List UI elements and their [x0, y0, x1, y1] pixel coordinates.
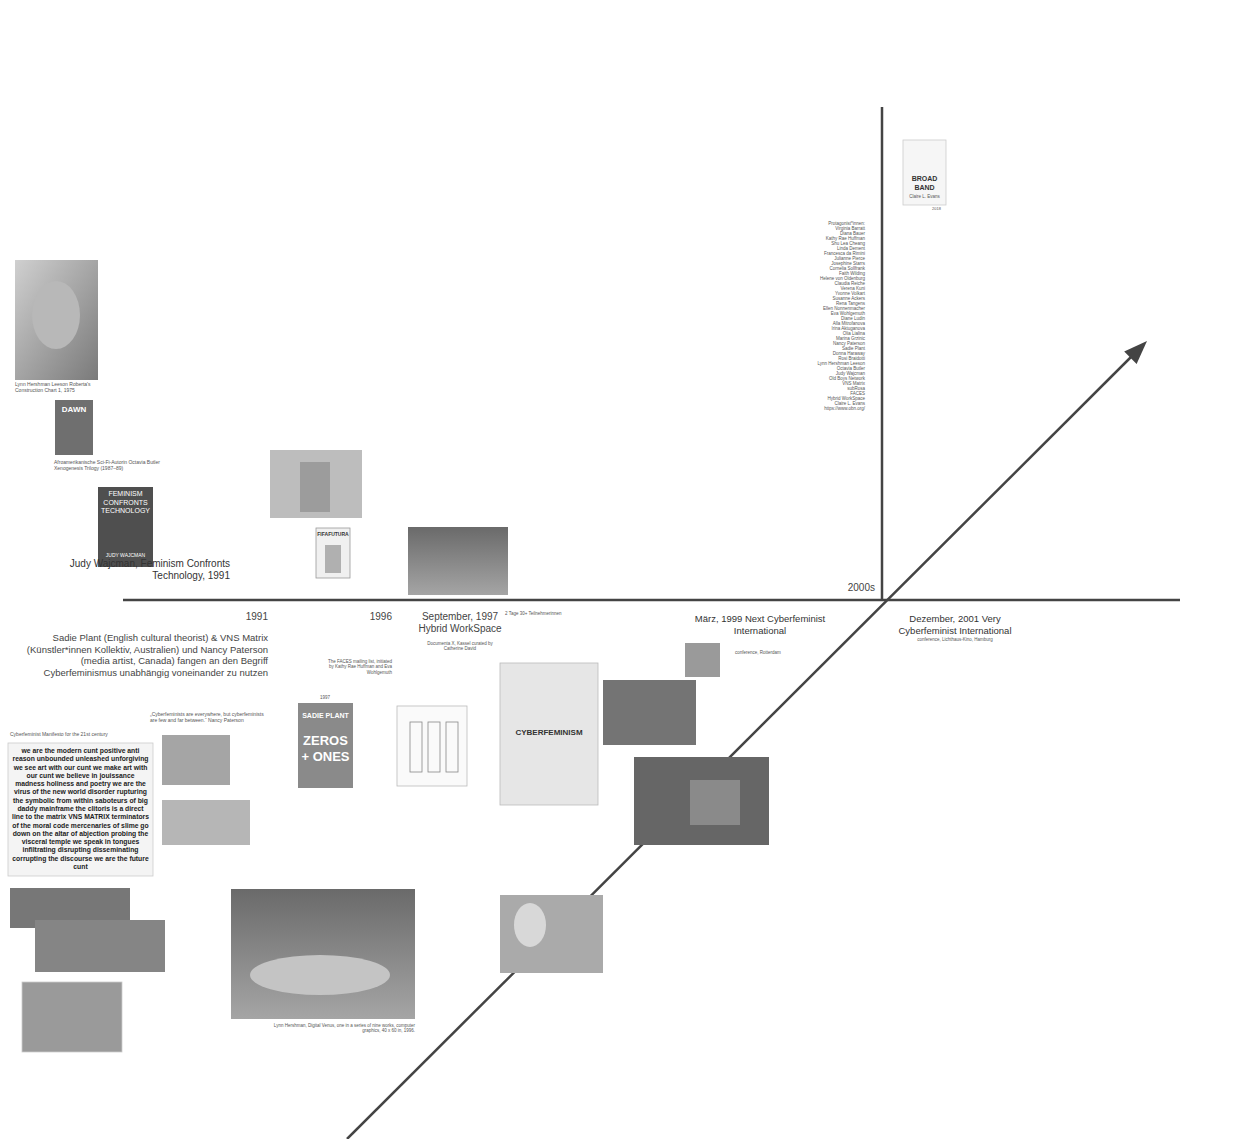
book-cover: [298, 703, 353, 788]
diagonal-axis: [347, 352, 1136, 1139]
poster: [316, 528, 350, 578]
protagonist-list-item: https://www.obn.org/: [775, 407, 865, 412]
caption-text: conference, Lichthaus-Kino, Hamburg: [880, 637, 1030, 642]
artwork-photo: [231, 889, 415, 1019]
photo: [22, 982, 122, 1052]
caption-text: CYBERFEMINISM: [500, 728, 598, 738]
text-panel: [35, 920, 165, 972]
photo: [162, 735, 230, 785]
caption-text: FIFAFUTURA: [317, 531, 349, 537]
photo-detail: [300, 462, 330, 512]
timeline-heading: Sadie Plant (English cultural theorist) …: [13, 632, 268, 678]
poster-detail: [325, 545, 341, 573]
timeline-heading: 1991: [200, 611, 268, 623]
caption-text: Afroamerikanische Sci-Fi-Autorin Octavia…: [54, 459, 184, 471]
timeline-heading: September, 1997 Hybrid WorkSpace: [410, 611, 510, 635]
caption-text: we are the modern cunt positive anti rea…: [12, 747, 149, 871]
timeline-heading: ZEROS + ONES: [300, 733, 351, 765]
photo: [15, 260, 98, 380]
cover-text: DAWN: [57, 405, 91, 415]
manifesto-poster: [8, 743, 153, 876]
horizontal-axis: [123, 599, 1180, 602]
photo: [500, 895, 603, 973]
vertical-axis: [881, 107, 884, 600]
caption-text: Claire L. Evans: [903, 194, 946, 199]
caption-text: The FACES mailing list, initiated by Kat…: [325, 659, 392, 675]
caption-text: Lynn Hershman Leeson Roberta's Construct…: [15, 381, 110, 393]
drawing-figure: [428, 722, 440, 772]
drawing: [397, 706, 467, 786]
cover-text: SADIE PLANT: [300, 712, 351, 721]
caption-text: Lynn Hershman, Digital Venus, one in a s…: [270, 1023, 415, 1034]
photo: [408, 527, 508, 595]
timeline-heading: Judy Wajcman, Feminism Confronts Technol…: [60, 558, 230, 582]
poster: [500, 663, 598, 805]
screenshot-detail: [690, 780, 740, 825]
caption-text: BROAD BAND: [903, 175, 946, 192]
cover-text: JUDY WAJCMAN: [100, 552, 151, 558]
screenshot: [603, 680, 696, 745]
caption-text: Cyberfeminist Manifesto for the 21st cen…: [10, 731, 150, 737]
cover-text: FEMINISM CONFRONTS TECHNOLOGY: [100, 490, 151, 516]
book-cover: [55, 400, 93, 455]
caption-text: Documenta X, Kassel curated by Catherine…: [420, 641, 500, 652]
artwork-detail: [250, 955, 390, 995]
photo-detail: [514, 903, 546, 947]
book-cover: [98, 487, 153, 567]
photo: [270, 450, 362, 518]
screenshot: [634, 757, 769, 845]
caption-text: 2 Tage 30+ Teilnehmerinnen: [505, 611, 565, 616]
caption-text: „Cyberfeminists are everywhere, but cybe…: [150, 711, 272, 723]
photo: [162, 800, 250, 845]
logo: [685, 643, 720, 677]
timeline-heading: 2000s: [820, 582, 875, 594]
caption-text: conference, Rotterdam: [735, 650, 835, 655]
caption-text: 1997: [320, 695, 340, 700]
drawing-figure: [446, 722, 458, 772]
book-cover: [903, 140, 946, 205]
drawing-figure: [410, 722, 422, 772]
photo-detail: [32, 281, 80, 349]
timeline-heading: 1996: [340, 611, 392, 623]
timeline-heading: Dezember, 2001 Very Cyberfeminist Intern…: [880, 613, 1030, 636]
timeline-heading: März, 1999 Next Cyberfeminist Internatio…: [680, 613, 840, 636]
caption-text: 2018: [932, 207, 946, 212]
arrow-head: [1124, 341, 1147, 364]
